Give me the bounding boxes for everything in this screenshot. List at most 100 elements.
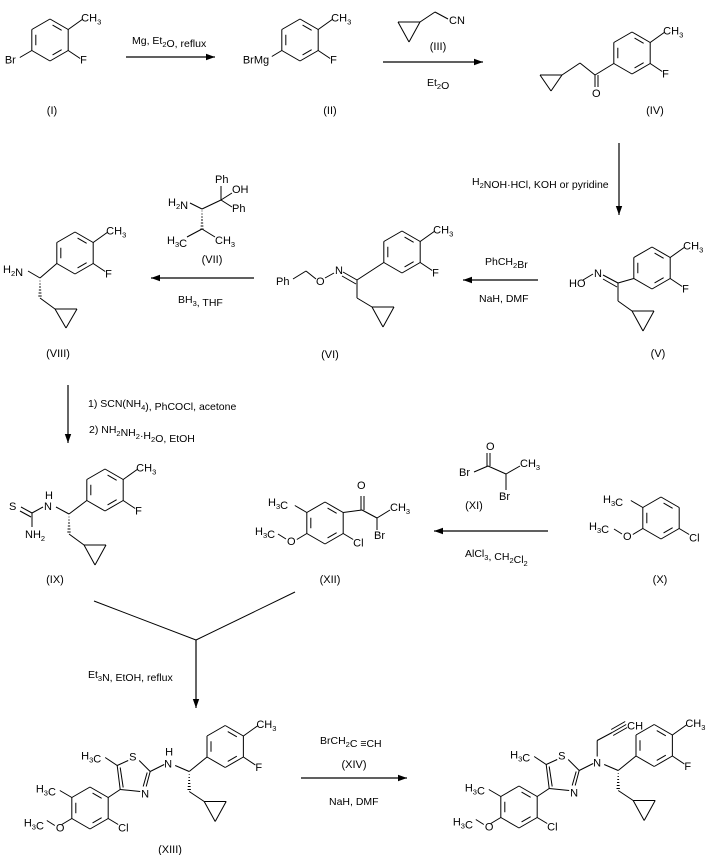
- ring-double-bond: [302, 49, 312, 56]
- nitrogen-label: N: [44, 501, 52, 513]
- bond: [189, 202, 203, 210]
- bond: [408, 21, 421, 43]
- bond: [220, 192, 233, 201]
- bond: [54, 308, 67, 329]
- text-part: H: [255, 526, 263, 538]
- text-part: , CH: [488, 551, 509, 563]
- text-part: H: [167, 235, 175, 247]
- text-part: C: [179, 238, 187, 250]
- compound-number: (VII): [202, 254, 223, 266]
- bond: [201, 199, 222, 210]
- compound-number: (XII): [320, 574, 341, 586]
- text-part: CH: [663, 26, 679, 38]
- text-part: Br: [517, 259, 528, 271]
- fluorine-label: F: [255, 762, 262, 774]
- bond: [107, 818, 119, 825]
- text-part: H: [465, 783, 473, 795]
- text-part: H: [268, 497, 276, 509]
- bond: [243, 725, 258, 737]
- text-part: N, EtOH, reflux: [102, 672, 173, 684]
- reagents-reaction-9-below: NaH, DMF: [329, 796, 379, 808]
- atom-label-h2n: H2N: [3, 264, 23, 279]
- bond: [243, 756, 256, 766]
- ring-double-bond: [327, 507, 337, 514]
- bond: [305, 270, 317, 280]
- bond: [20, 506, 33, 514]
- bond: [55, 506, 70, 515]
- bond: [142, 772, 148, 787]
- text-part: , THF: [197, 297, 223, 309]
- ring-bond: [31, 18, 51, 30]
- bond: [201, 228, 216, 238]
- compound-number: (VI): [321, 349, 339, 361]
- ring-bond: [518, 817, 538, 829]
- ring-bond: [500, 785, 520, 797]
- text-part: H: [24, 818, 32, 830]
- atom-label-nh2: NH2: [25, 529, 45, 543]
- subscript: 2: [524, 559, 528, 568]
- bromine-label: Br: [459, 467, 470, 479]
- ring-bond: [306, 501, 326, 513]
- bond: [561, 62, 581, 76]
- ring-double-bond: [327, 532, 337, 539]
- subscript: 3: [611, 499, 615, 508]
- text-part: PhCH: [485, 256, 513, 268]
- bond: [505, 465, 521, 475]
- bond: [220, 199, 233, 208]
- atom-label-h3c: H3C: [167, 235, 187, 250]
- reagents-reaction-1: Mg, Et2O, reflux: [132, 35, 207, 50]
- bond: [342, 271, 358, 281]
- ring-bond: [401, 262, 421, 274]
- bond: [341, 275, 357, 285]
- bond: [596, 732, 613, 741]
- text-part: CH: [256, 719, 272, 731]
- text-part: Mg, Et: [132, 35, 162, 47]
- subscript: 3: [175, 240, 179, 249]
- text-part: C: [601, 524, 609, 536]
- ring-bond: [500, 817, 520, 829]
- text-part: C: [36, 821, 44, 833]
- fluorine-label: F: [80, 55, 87, 67]
- bond: [669, 247, 685, 258]
- fluorine-label: F: [330, 55, 337, 67]
- bond: [92, 232, 108, 243]
- bond: [174, 765, 190, 772]
- text-part: O: [441, 80, 449, 92]
- text-part: H: [589, 521, 597, 533]
- bond: [94, 544, 107, 566]
- bond: [536, 817, 548, 824]
- ring-bond: [281, 18, 301, 30]
- ring-bond: [633, 278, 653, 290]
- bond: [116, 760, 129, 766]
- bond: [92, 263, 106, 272]
- ring-double-bond: [404, 261, 414, 268]
- ring-double-bond: [663, 527, 673, 534]
- compound-XIV: BrCH2C ≡CH(XIV): [320, 735, 382, 771]
- atom-label-ch3: CH3: [136, 463, 156, 477]
- bond: [602, 274, 619, 284]
- bond: [39, 297, 56, 310]
- text-part: CH: [106, 226, 122, 238]
- subscript: 2: [151, 435, 155, 444]
- subscript: 3: [679, 31, 683, 40]
- subscript: 3: [122, 231, 126, 240]
- nitrile-label: CN: [449, 15, 465, 27]
- text-part: BH: [178, 294, 193, 306]
- ring-bond: [660, 496, 680, 508]
- fluorine-label: F: [432, 268, 439, 280]
- oxygen-label: O: [486, 441, 495, 453]
- bond: [434, 11, 449, 20]
- subscript: 3: [484, 553, 488, 562]
- reagents-reaction-8: Et3N, EtOH, reflux: [88, 669, 173, 684]
- atom-label-h3c: H3C: [81, 751, 101, 766]
- ring-double-bond: [92, 792, 102, 799]
- bond: [582, 273, 594, 281]
- text-part: N: [25, 529, 33, 541]
- ring-bond: [224, 725, 244, 737]
- text-part: H: [510, 750, 518, 762]
- nitrogen-label: N: [164, 759, 172, 771]
